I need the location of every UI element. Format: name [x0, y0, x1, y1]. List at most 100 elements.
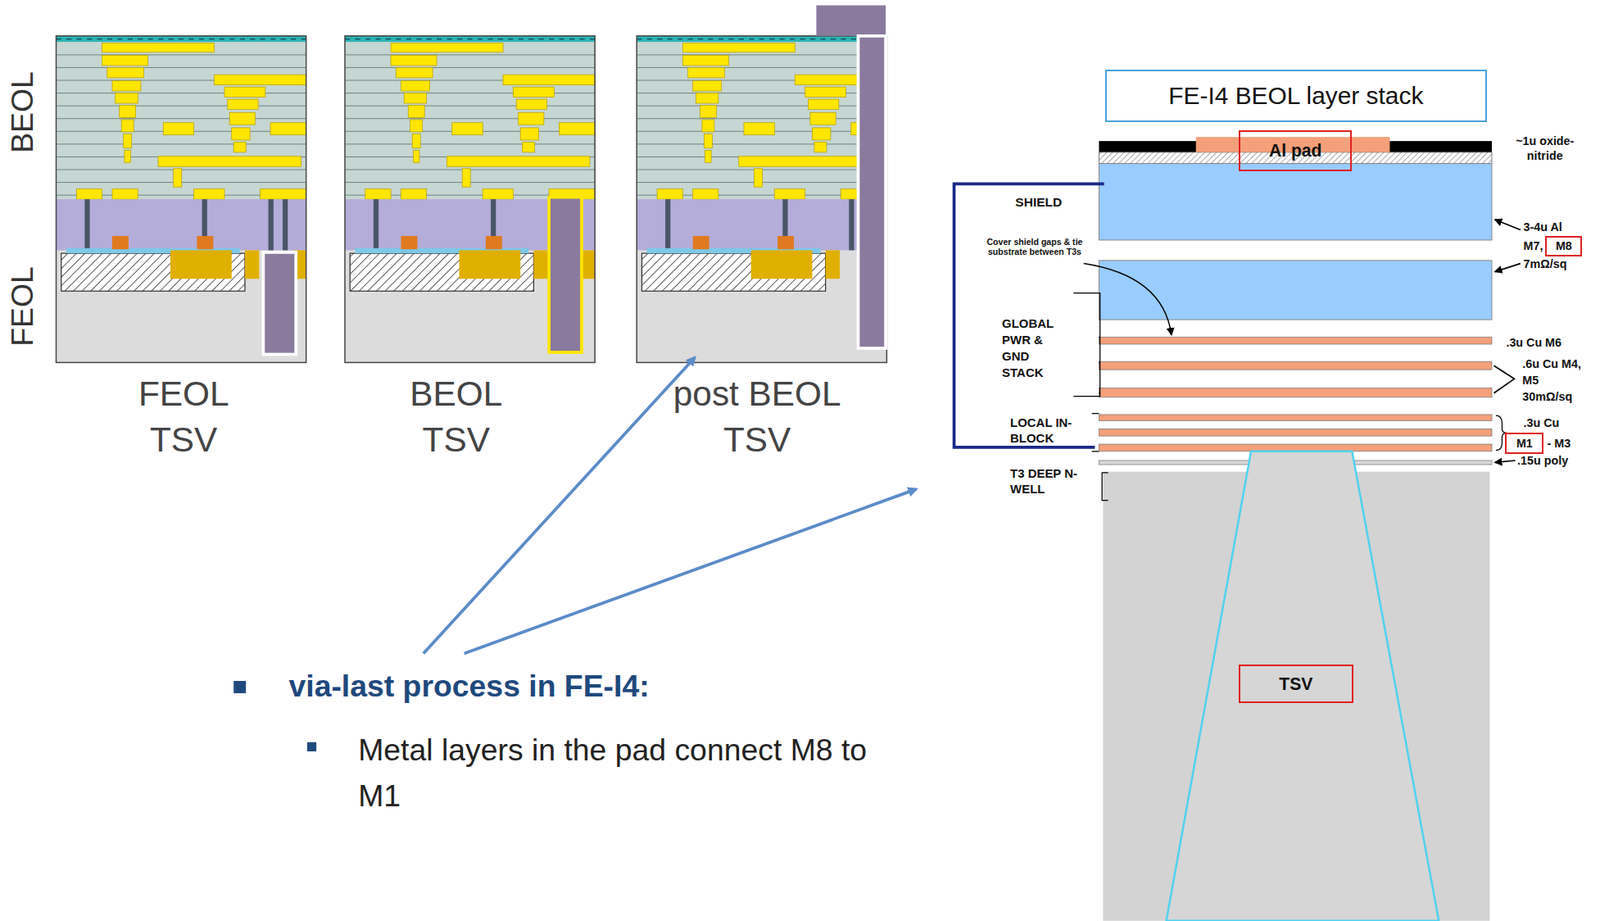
metal-line [119, 105, 136, 118]
layer-line [344, 105, 595, 107]
dash [507, 38, 513, 40]
dash [354, 38, 360, 40]
node-text: M8 [1555, 239, 1573, 253]
dash [657, 38, 662, 40]
text-label: .3u Cu [1523, 416, 1560, 430]
highlight-box: Al pad [1238, 130, 1352, 172]
gate [400, 235, 417, 250]
shield-layer-m8 [1098, 163, 1492, 241]
bracket [1073, 293, 1100, 397]
contact [665, 199, 671, 250]
metal-line [390, 55, 437, 66]
dash [436, 38, 442, 40]
metal-line [107, 67, 145, 78]
contact [84, 199, 90, 250]
dash [528, 38, 534, 40]
text-label: GLOBAL PWR & GND STACK [1001, 315, 1066, 381]
bullet [233, 680, 246, 694]
dash [406, 38, 412, 40]
metal-line [518, 112, 544, 125]
text-label: .15u poly [1517, 453, 1569, 467]
text-label: ~1u oxide-nitride [1500, 134, 1591, 164]
dash [385, 38, 391, 40]
dash [447, 38, 453, 40]
dash [539, 38, 544, 40]
gate [112, 235, 129, 250]
highlight-box: M8 [1545, 235, 1582, 257]
layer-line [636, 117, 887, 119]
metal-line [807, 99, 839, 109]
dash [66, 38, 72, 40]
dash [569, 38, 575, 40]
layer-line [636, 67, 887, 68]
tsv [548, 197, 582, 353]
dash [260, 38, 266, 40]
dash [365, 38, 371, 40]
dash [86, 38, 92, 40]
dash [579, 38, 585, 40]
dash [498, 38, 504, 40]
dash [820, 38, 825, 40]
substrate [56, 36, 307, 363]
leader-arrow [1495, 263, 1521, 272]
metal-line [227, 99, 259, 109]
dash [199, 38, 204, 40]
metal-m3 [1098, 414, 1492, 421]
text-label: LOCAL IN-BLOCK [1010, 415, 1094, 446]
metal-line [224, 86, 266, 97]
metal-line [270, 122, 307, 136]
diffusion [533, 249, 548, 279]
metal-line [516, 99, 547, 109]
dash [148, 38, 154, 40]
highlight-box: M1 [1504, 432, 1544, 454]
dash [158, 38, 164, 40]
metal-line [705, 149, 712, 163]
text-label: M7, [1523, 239, 1544, 253]
dash [344, 38, 350, 40]
metal-line [811, 127, 830, 141]
node-text: FE-I4 BEOL layer stack [1168, 81, 1424, 110]
metal-line [412, 149, 419, 163]
contact [282, 199, 288, 250]
metal-line [814, 141, 827, 152]
dash [477, 38, 483, 40]
metal-line [462, 168, 471, 187]
top-passivation [344, 36, 595, 42]
layer-line [636, 143, 887, 145]
metal-line [260, 189, 307, 200]
metal-line [158, 156, 301, 167]
metal-line [400, 189, 427, 200]
diffusion [244, 249, 259, 279]
tsv [857, 36, 886, 349]
metal-line [522, 141, 535, 152]
metal-line [410, 119, 423, 132]
dash [290, 38, 296, 40]
gate [693, 235, 710, 250]
contact [268, 199, 274, 250]
metal-line [233, 141, 246, 152]
panel-border [344, 36, 595, 363]
tsv-pad [815, 4, 886, 36]
dash [728, 38, 734, 40]
dash [559, 38, 565, 40]
dash [137, 38, 143, 40]
metal-line [743, 122, 775, 136]
dash [188, 38, 194, 40]
dash [851, 38, 857, 40]
dash [698, 38, 703, 40]
layer-line [56, 143, 307, 145]
layer-line [636, 105, 887, 107]
dash [219, 38, 225, 40]
bracket [1092, 413, 1100, 452]
dash [748, 38, 754, 40]
metal-line [214, 74, 307, 85]
dash [738, 38, 744, 40]
text-label: via-last process in FE-I4: [288, 668, 649, 704]
bracket [1101, 472, 1108, 501]
metal-line [403, 93, 427, 104]
layer-line [344, 92, 595, 94]
metal-line [520, 127, 539, 141]
dash [830, 38, 836, 40]
metal-line [774, 189, 805, 200]
